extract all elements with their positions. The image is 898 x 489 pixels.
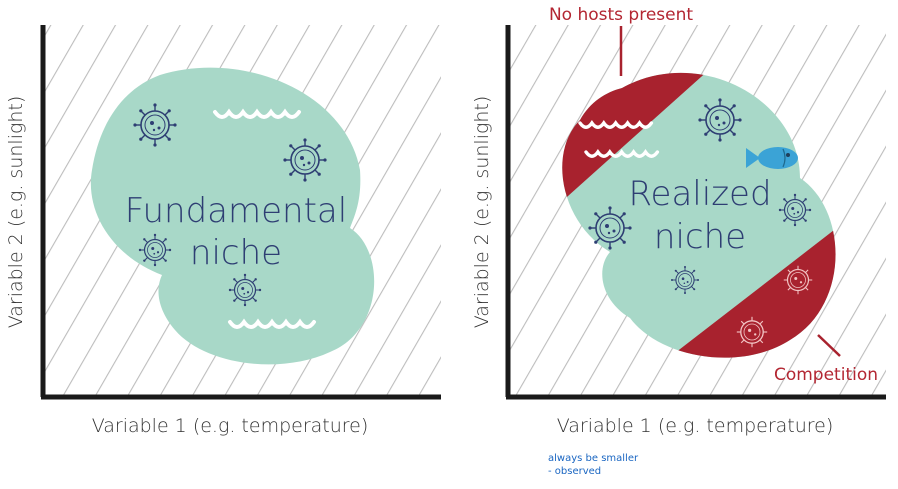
fundamental-niche-label-line1: Fundamental bbox=[125, 191, 347, 231]
no-hosts-callout-label: No hosts present bbox=[549, 5, 693, 25]
handwritten-note-line2: - observed bbox=[548, 466, 602, 477]
realized-niche-label-line2: niche bbox=[654, 217, 746, 257]
fish-icon bbox=[746, 147, 798, 169]
left-x-axis-label: Variable 1 (e.g. temperature) bbox=[92, 415, 369, 437]
fundamental-niche-label-line2: niche bbox=[190, 233, 282, 273]
competition-callout-label: Competition bbox=[774, 365, 878, 385]
handwritten-note-line1: always be smaller bbox=[548, 453, 639, 464]
left-y-axis-label: Variable 2 (e.g. sunlight) bbox=[5, 96, 27, 329]
right-y-axis-label: Variable 2 (e.g. sunlight) bbox=[471, 96, 493, 329]
realized-niche-label-line1: Realized bbox=[628, 174, 771, 214]
right-panel: Realized niche No hosts present Competit… bbox=[471, 5, 886, 437]
competition-callout-line bbox=[817, 334, 841, 357]
right-x-axis-label: Variable 1 (e.g. temperature) bbox=[557, 415, 834, 437]
fundamental-niche-shape bbox=[90, 67, 375, 365]
left-panel: Fundamental niche Variable 1 (e.g. tempe… bbox=[5, 25, 441, 437]
